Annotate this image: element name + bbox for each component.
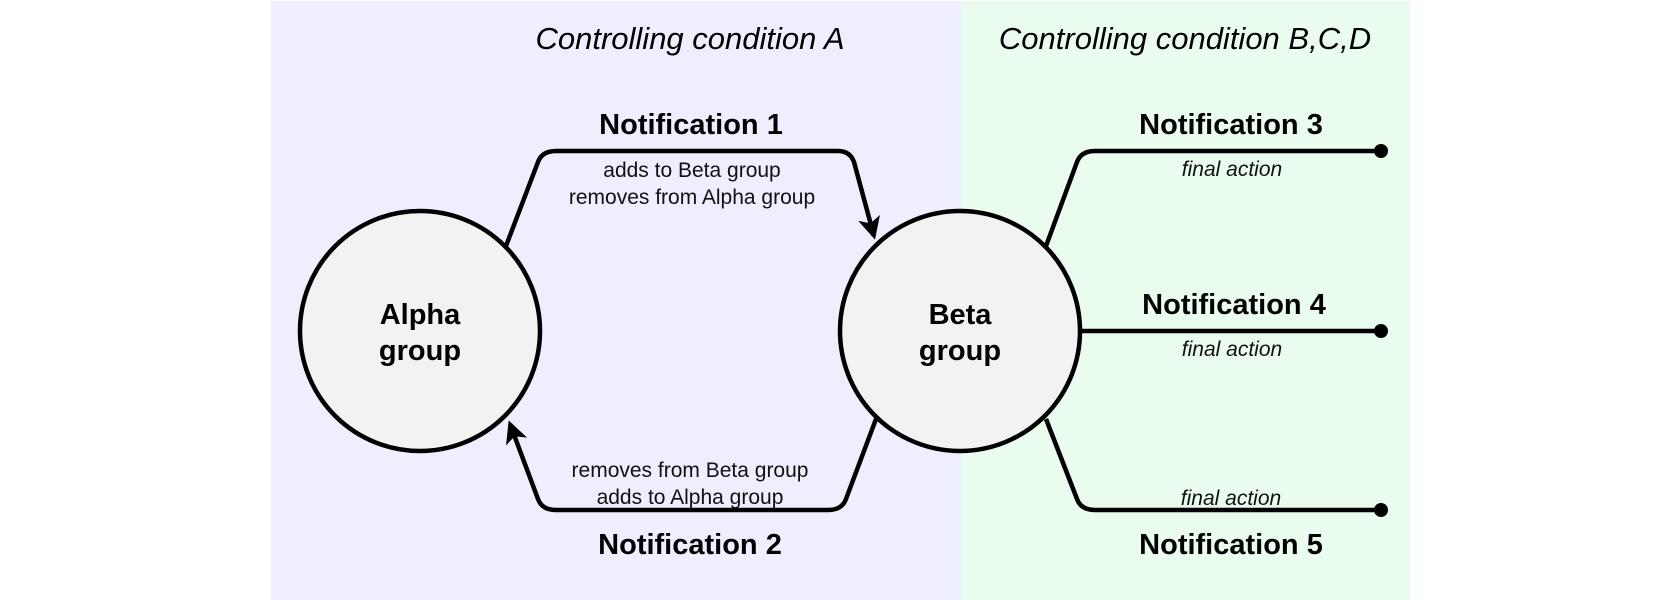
edge-notification-1 [503,148,880,247]
notification-4-terminal-dot [1374,324,1388,338]
edge-notification-2 [506,418,879,513]
edge-notification-5 [1043,418,1380,513]
notification-3-effect: final action [1182,158,1282,181]
node-alpha-circle [297,208,543,454]
notification-1-effect-1: adds to Beta group [603,159,780,182]
notification-4-title: Notification 4 [1142,289,1326,321]
notification-2-effect-2: adds to Alpha group [597,486,784,509]
notification-1-effect-2: removes from Alpha group [569,186,815,209]
edge-notification-3 [1043,148,1380,247]
node-alpha-group: Alpha group [297,208,543,454]
notification-5-effect: final action [1181,487,1281,510]
panel-condition-bcd-title: Controlling condition B,C,D [999,21,1371,56]
node-beta-label-line-2: group [919,335,1001,367]
notification-1-title: Notification 1 [599,109,783,141]
node-alpha-label-line-2: group [379,335,461,367]
node-beta-label-line-1: Beta [929,299,993,331]
notification-5-terminal-dot [1374,503,1388,517]
notification-2-effect-1: removes from Beta group [572,459,809,482]
node-beta-group: Beta group [837,208,1083,454]
node-beta-circle [837,208,1083,454]
notification-2-title: Notification 2 [598,529,782,561]
panel-condition-a-title: Controlling condition A [535,21,844,56]
notification-4-effect: final action [1182,338,1282,361]
notification-5-title: Notification 5 [1139,529,1323,561]
notification-3-terminal-dot [1374,144,1388,158]
notification-3-title: Notification 3 [1139,109,1323,141]
node-alpha-label-line-1: Alpha [380,299,461,331]
